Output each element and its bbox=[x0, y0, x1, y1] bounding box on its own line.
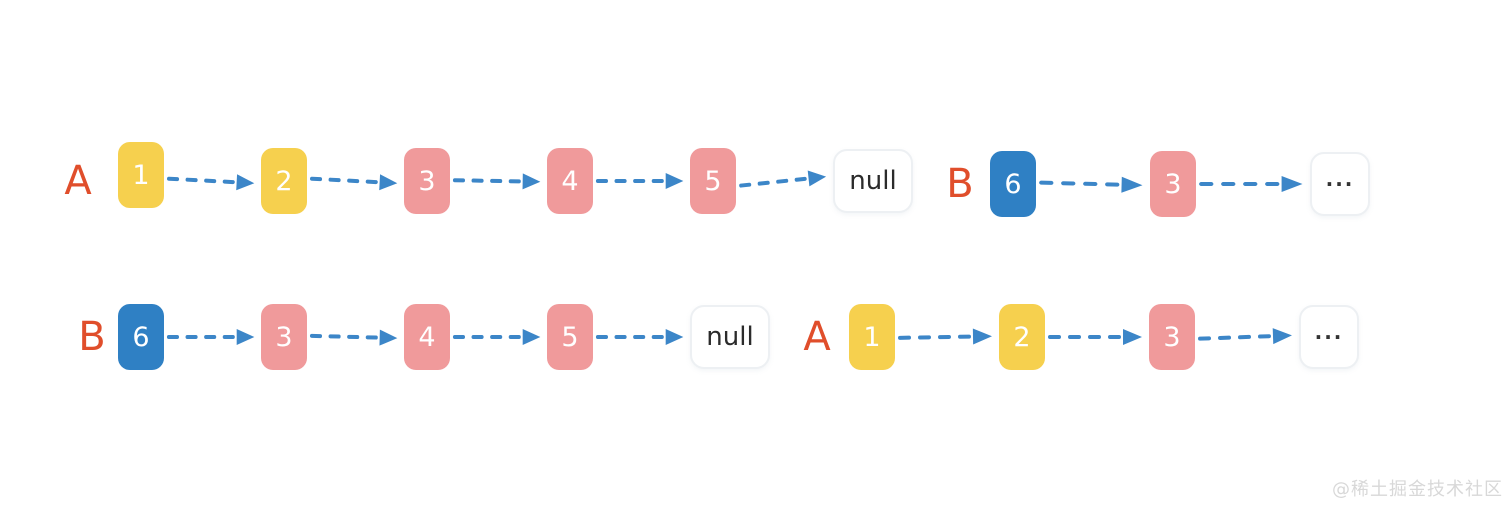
list-node-value-1: 1 bbox=[849, 304, 895, 370]
watermark-text: @稀土掘金技术社区 bbox=[1332, 479, 1503, 500]
next-pointer-arrow-icon bbox=[1197, 323, 1298, 350]
terminal-value: null bbox=[706, 322, 754, 352]
list-node-value-6: 6 bbox=[118, 304, 164, 370]
terminal-value: ... bbox=[1325, 167, 1355, 191]
list-node-value-3: 3 bbox=[1150, 151, 1196, 217]
terminal-value: null bbox=[849, 166, 897, 196]
list-label-b: B bbox=[78, 314, 106, 360]
list-node-value-3: 3 bbox=[261, 304, 307, 370]
next-pointer-arrow-icon bbox=[308, 167, 402, 196]
list-node-value-4: 4 bbox=[404, 304, 450, 370]
next-pointer-arrow-icon bbox=[452, 168, 545, 194]
list-node-value-3: 3 bbox=[1149, 304, 1195, 370]
next-pointer-arrow-icon bbox=[1038, 171, 1149, 198]
list-node-value-6: 6 bbox=[990, 151, 1036, 217]
list-node-value-4: 4 bbox=[547, 148, 593, 214]
next-pointer-arrow-icon bbox=[595, 325, 688, 349]
next-pointer-arrow-icon bbox=[166, 325, 259, 349]
list-node-value-1: 1 bbox=[118, 142, 164, 208]
list-node-value-5: 5 bbox=[690, 148, 736, 214]
next-pointer-arrow-icon bbox=[897, 324, 997, 350]
list-label-a: A bbox=[803, 314, 831, 360]
next-pointer-arrow-icon bbox=[737, 164, 832, 198]
next-pointer-arrow-icon bbox=[309, 324, 403, 350]
null-terminator: null bbox=[833, 149, 913, 213]
ellipsis-continuation: ... bbox=[1299, 305, 1359, 369]
next-pointer-arrow-icon bbox=[165, 167, 259, 196]
null-terminator: null bbox=[690, 305, 770, 369]
list-node-value-2: 2 bbox=[999, 304, 1045, 370]
list-label-b: B bbox=[946, 161, 974, 207]
list-label-a: A bbox=[64, 158, 92, 204]
list-node-value-3: 3 bbox=[404, 148, 450, 214]
next-pointer-arrow-icon bbox=[595, 169, 688, 193]
next-pointer-arrow-icon bbox=[1047, 325, 1147, 349]
list-node-value-2: 2 bbox=[261, 148, 307, 214]
next-pointer-arrow-icon bbox=[1198, 172, 1308, 196]
next-pointer-arrow-icon bbox=[452, 325, 545, 349]
ellipsis-continuation: ... bbox=[1310, 152, 1370, 216]
terminal-value: ... bbox=[1314, 320, 1344, 344]
list-node-value-5: 5 bbox=[547, 304, 593, 370]
